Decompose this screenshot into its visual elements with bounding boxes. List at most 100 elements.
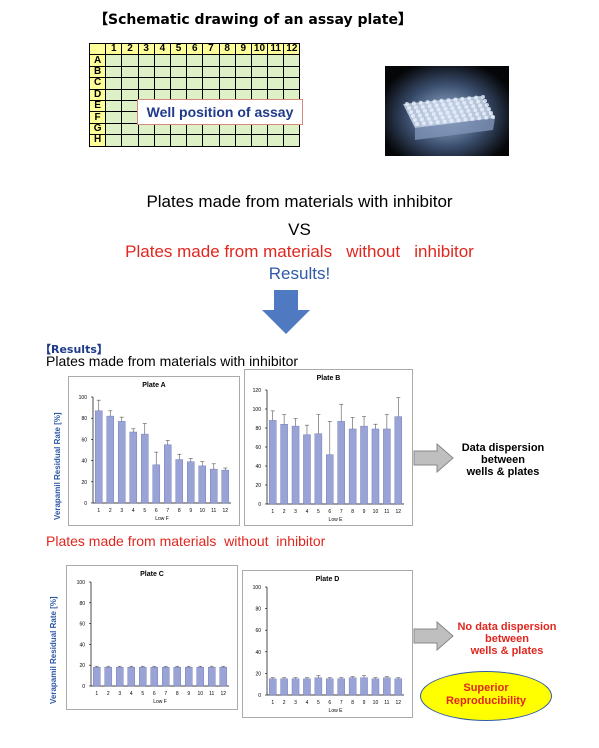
plate-wells bbox=[405, 95, 495, 126]
bar bbox=[360, 425, 368, 505]
y-tick-label: 60 bbox=[255, 445, 261, 451]
plate-well bbox=[455, 101, 460, 106]
bar bbox=[280, 678, 288, 696]
plate-well bbox=[466, 108, 471, 113]
plate-row: D bbox=[88, 88, 301, 101]
chart-title: Plate A bbox=[142, 382, 165, 389]
x-tick-label: 11 bbox=[384, 700, 389, 706]
plate-well bbox=[443, 106, 448, 111]
bar bbox=[337, 421, 345, 505]
x-tick-label: 12 bbox=[220, 691, 226, 697]
x-tick-label: 12 bbox=[222, 508, 228, 514]
plate-well bbox=[413, 105, 418, 110]
plate-well bbox=[471, 104, 476, 109]
plate-well bbox=[439, 98, 444, 103]
y-tick-label: 60 bbox=[79, 622, 85, 628]
plate-well bbox=[440, 115, 445, 120]
plate-well bbox=[409, 110, 413, 114]
plate-well bbox=[453, 97, 458, 102]
chart-title: Plate B bbox=[317, 375, 341, 382]
y-tick-label: 40 bbox=[255, 464, 261, 470]
y-tick-label: 80 bbox=[255, 426, 261, 432]
plate-well bbox=[429, 108, 434, 113]
plate-well bbox=[450, 106, 455, 111]
plate-well bbox=[449, 118, 454, 123]
plate-well bbox=[415, 122, 419, 126]
plate-well bbox=[420, 104, 425, 109]
x-tick-label: 2 bbox=[283, 700, 286, 706]
plate-well bbox=[456, 118, 461, 123]
x-tick-label: 12 bbox=[396, 509, 402, 515]
bar bbox=[117, 421, 126, 504]
bar bbox=[326, 678, 334, 696]
x-tick-label: 3 bbox=[294, 509, 297, 515]
note-line: No data dispersion bbox=[457, 621, 557, 633]
bar bbox=[326, 454, 334, 505]
plate-well bbox=[470, 116, 475, 121]
bar bbox=[291, 678, 300, 696]
plate-row-header: D bbox=[88, 88, 107, 101]
plate-well bbox=[405, 102, 409, 106]
plate-col-header: 4 bbox=[153, 42, 171, 56]
y-tick-label: 100 bbox=[253, 585, 262, 591]
note-line: wells & plates bbox=[466, 466, 540, 478]
plate-well bbox=[468, 112, 473, 117]
x-tick-label: 8 bbox=[351, 700, 354, 706]
x-tick-label: 10 bbox=[197, 691, 203, 697]
no-dispersion-note: No data dispersion between wells & plate… bbox=[447, 621, 567, 657]
well-position-label: Well position of assay bbox=[137, 99, 303, 125]
x-tick-label: 9 bbox=[187, 691, 190, 697]
y-tick-label: 20 bbox=[255, 483, 261, 489]
x-tick-label: 6 bbox=[153, 691, 156, 697]
right-arrow-icon bbox=[413, 443, 454, 473]
plate-well bbox=[491, 115, 495, 119]
x-tick-label: 9 bbox=[363, 700, 366, 706]
results-label: Results! bbox=[268, 264, 331, 283]
plate-well bbox=[415, 109, 420, 114]
plate-well bbox=[446, 98, 451, 103]
x-axis-label: Low E bbox=[329, 708, 344, 714]
plate-well bbox=[436, 107, 441, 112]
page-header: 【Schematic drawing of an assay plate】 bbox=[94, 12, 412, 28]
bar bbox=[221, 469, 230, 504]
superior-reproducibility-badge: Superior Reproducibility bbox=[420, 671, 552, 721]
plate-well bbox=[462, 100, 467, 105]
plate-well bbox=[485, 103, 489, 107]
results-heading: 【Results】 bbox=[40, 343, 108, 356]
bar bbox=[303, 678, 311, 696]
plate-row-header: H bbox=[88, 134, 107, 147]
bar bbox=[198, 465, 207, 504]
plate-row-header: G bbox=[88, 122, 107, 136]
x-tick-label: 11 bbox=[384, 509, 389, 515]
plate-well bbox=[419, 117, 424, 122]
x-axis-label: Low E bbox=[329, 517, 344, 523]
x-tick-label: 8 bbox=[178, 508, 181, 514]
bar bbox=[383, 428, 391, 505]
plate-row: A bbox=[88, 54, 301, 67]
y-tick-label: 0 bbox=[258, 502, 261, 508]
y-tick-label: 0 bbox=[84, 501, 87, 507]
bar bbox=[140, 433, 149, 504]
plate-well bbox=[461, 113, 466, 118]
plate-well bbox=[476, 99, 481, 104]
bar bbox=[106, 415, 115, 504]
dispersion-note: Data dispersion between wells & plates bbox=[448, 442, 558, 478]
y-axis-label-top: Verapamil Residual Rate [%] bbox=[53, 412, 62, 520]
plate-row-header: A bbox=[88, 54, 107, 67]
plate-col-header: 8 bbox=[218, 42, 236, 56]
bar bbox=[127, 667, 136, 687]
bar bbox=[196, 667, 205, 687]
plate-well bbox=[418, 100, 423, 105]
y-tick-label: 0 bbox=[82, 684, 85, 690]
x-tick-label: 2 bbox=[109, 508, 112, 514]
plate-well bbox=[411, 114, 415, 118]
bar bbox=[94, 410, 103, 504]
plate-well bbox=[489, 111, 493, 115]
plate-row: C bbox=[88, 77, 301, 90]
x-tick-label: 4 bbox=[306, 509, 309, 515]
